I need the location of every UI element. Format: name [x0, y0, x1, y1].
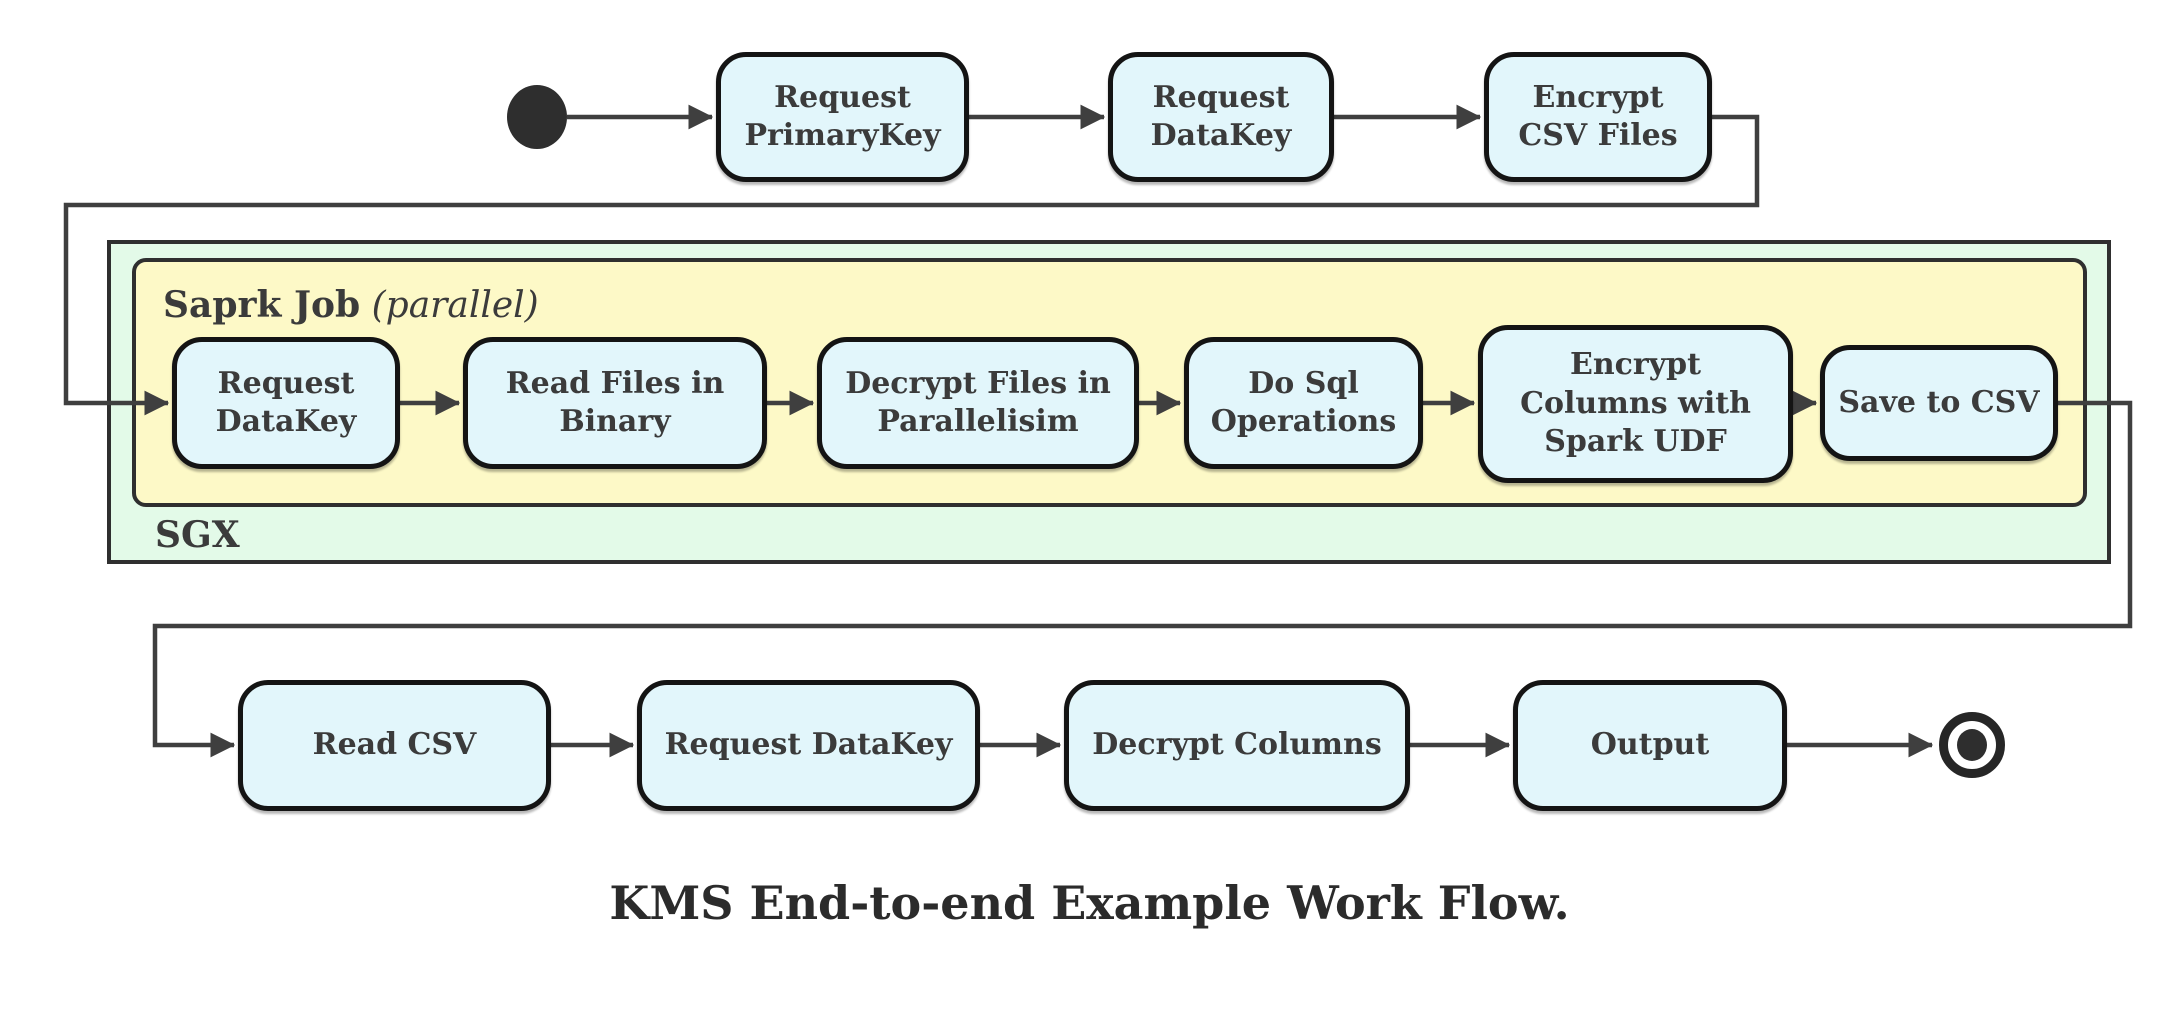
spark-job-annotation: (parallel) [371, 285, 539, 326]
node-read-csv: Read CSV [238, 680, 551, 811]
node-read-files-in-binary: Read Files in Binary [463, 337, 767, 469]
node-save-to-csv: Save to CSV [1820, 345, 2058, 461]
node-request-datakey-bottom: Request DataKey [637, 680, 980, 811]
diagram-caption: KMS End-to-end Example Work Flow. [609, 876, 1570, 930]
end-state-dot [1957, 729, 1987, 761]
end-state-icon [1939, 712, 2005, 778]
node-do-sql-operations: Do Sql Operations [1184, 337, 1423, 469]
sgx-label: SGX [155, 514, 240, 556]
node-request-primarykey: Request PrimaryKey [716, 52, 969, 182]
connector-encrypt-csv-to-sgx-request-datakey [63, 114, 1760, 416]
node-request-datakey-top: Request DataKey [1108, 52, 1334, 182]
node-decrypt-columns: Decrypt Columns [1064, 680, 1410, 811]
spark-job-title: Saprk Job [163, 284, 361, 326]
node-encrypt-csv-files: Encrypt CSV Files [1484, 52, 1712, 182]
node-decrypt-files-in-parallelisim: Decrypt Files in Parallelisim [817, 337, 1139, 469]
connector-save-csv-to-read-csv [152, 400, 2133, 758]
start-state-icon [507, 85, 567, 149]
node-output: Output [1513, 680, 1787, 811]
spark-job-label: Saprk Job (parallel) [163, 284, 539, 326]
node-request-datakey-middle: Request DataKey [172, 337, 400, 469]
node-encrypt-columns-with-spark-udf: Encrypt Columns with Spark UDF [1478, 325, 1793, 483]
